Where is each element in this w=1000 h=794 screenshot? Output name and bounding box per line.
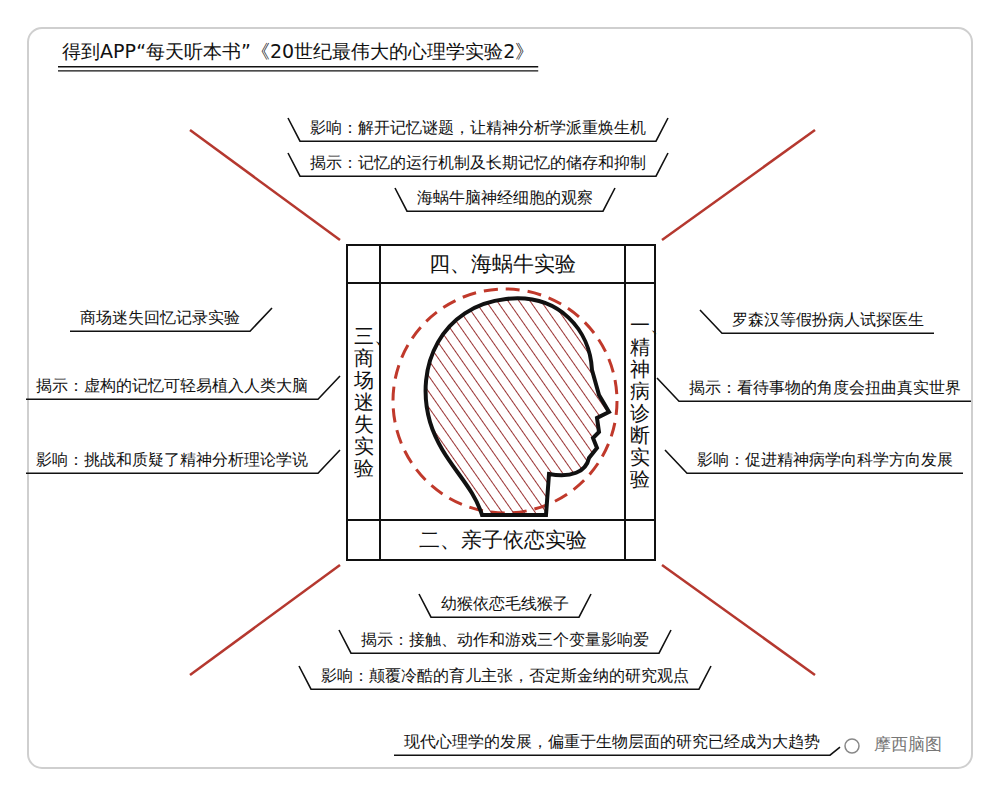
branch-note: 幼猴依恋毛线猴子	[441, 594, 569, 613]
underline	[419, 594, 591, 617]
underline	[395, 188, 615, 211]
watermark: 摩西脑图	[874, 734, 942, 754]
branch-note: 商场迷失回忆记录实验	[80, 308, 240, 327]
underline	[288, 153, 668, 176]
underline	[665, 450, 963, 473]
branch-note: 影响：解开记忆谜题，让精神分析学派重焕生机	[310, 118, 646, 137]
experiment-band: 一、精神病诊断实验	[626, 284, 654, 519]
experiment-title: 三、商场迷失实验	[354, 325, 374, 479]
underline	[299, 666, 711, 689]
experiment-title: 二、亲子依恋实验	[419, 526, 587, 554]
experiment-title: 四、海蜗牛实验	[429, 250, 576, 278]
underline	[26, 450, 340, 473]
branch-note: 揭示：看待事物的角度会扭曲真实世界	[689, 378, 961, 397]
underline	[339, 630, 671, 653]
page-title: 得到APP“每天听本书”《20世纪最伟大的心理学实验2》	[62, 40, 534, 63]
branch-note: 现代心理学的发展，偏重于生物层面的研究已经成为大趋势	[404, 732, 820, 751]
branch-note: 影响：颠覆冷酷的育儿主张，否定斯金纳的研究观点	[321, 666, 689, 685]
experiment-title: 一、精神病诊断实验	[630, 314, 650, 490]
branch-note: 罗森汉等假扮病人试探医生	[732, 310, 924, 329]
underline	[700, 310, 934, 333]
head-silhouette	[426, 298, 609, 515]
branch-note: 影响：促进精神病学向科学方向发展	[697, 450, 953, 469]
underline	[26, 376, 340, 399]
branch-note: 揭示：接触、动作和游戏三个变量影响爱	[361, 630, 649, 649]
experiment-band: 三、商场迷失实验	[348, 284, 379, 519]
branch-note: 揭示：虚构的记忆可轻易植入人类大脑	[36, 376, 308, 395]
branch-note: 海蜗牛脑神经细胞的观察	[417, 188, 593, 207]
page-frame	[28, 28, 972, 768]
underline	[58, 70, 538, 71]
center-frame	[347, 245, 655, 560]
experiment-band: 四、海蜗牛实验	[381, 246, 624, 282]
underline	[657, 378, 971, 401]
experiment-band: 二、亲子依恋实验	[381, 521, 624, 559]
branch-note: 揭示：记忆的运行机制及长期记忆的储存和抑制	[310, 153, 646, 172]
underline	[288, 118, 668, 141]
underline	[58, 66, 538, 68]
watermark-icon	[845, 739, 859, 753]
underline	[70, 308, 272, 331]
branch-note: 影响：挑战和质疑了精神分析理论学说	[36, 450, 308, 469]
red-diagonals	[190, 130, 815, 675]
